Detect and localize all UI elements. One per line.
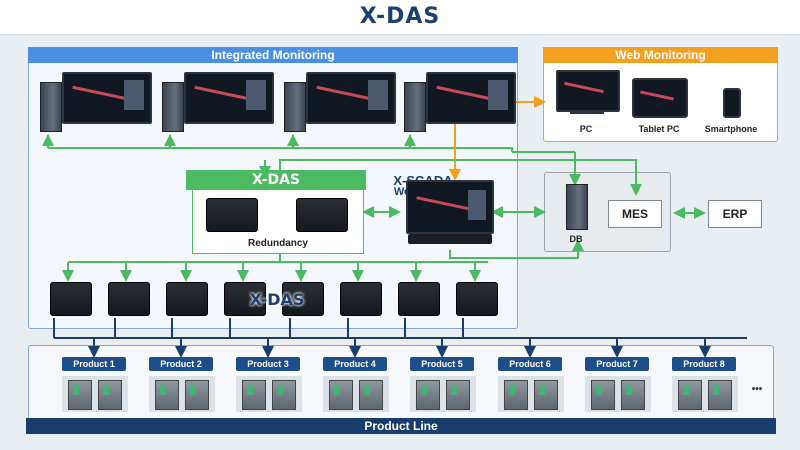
web-monitoring-title: Web Monitoring xyxy=(543,47,778,63)
db-server-icon xyxy=(566,184,588,230)
product-tag-5: Product 5 xyxy=(410,357,474,371)
plc-icon xyxy=(534,380,558,410)
plc-group-5 xyxy=(410,376,476,412)
plc-group-8 xyxy=(672,376,738,412)
edge-device-icon xyxy=(456,282,498,316)
product-tag-7: Product 7 xyxy=(585,357,649,371)
product-tag-2: Product 2 xyxy=(149,357,213,371)
smartphone-icon xyxy=(723,88,741,118)
xdas-group-title: X-DAS xyxy=(186,170,366,190)
tablet-icon xyxy=(632,78,688,118)
monitor-icon xyxy=(184,72,274,124)
device-label-pc: PC xyxy=(579,124,593,134)
product-tag-8: Product 8 xyxy=(672,357,736,371)
product-tag-6: Product 6 xyxy=(498,357,562,371)
monitor-icon xyxy=(62,72,152,124)
monitor-station-4 xyxy=(404,72,516,132)
scada-server-icon xyxy=(408,234,492,244)
edge-device-icon xyxy=(166,282,208,316)
plc-icon xyxy=(591,380,615,410)
server-rack-icon xyxy=(40,82,62,132)
product-line-bar: Product Line xyxy=(26,418,776,434)
monitor-icon xyxy=(426,72,516,124)
xdas-overlay-label: X-DAS xyxy=(249,290,305,309)
db-label: DB xyxy=(569,234,583,244)
plc-group-1 xyxy=(62,376,128,412)
plc-group-2 xyxy=(149,376,215,412)
plc-group-6 xyxy=(498,376,564,412)
edge-device-icon xyxy=(398,282,440,316)
server-rack-icon xyxy=(284,82,306,132)
plc-icon xyxy=(185,380,209,410)
xdas-unit-icon xyxy=(296,198,348,232)
mes-box: MES xyxy=(608,200,662,228)
edge-device-icon xyxy=(224,282,266,316)
plc-icon xyxy=(708,380,732,410)
edge-device-icon xyxy=(50,282,92,316)
edge-device-icon xyxy=(340,282,382,316)
plc-group-7 xyxy=(585,376,651,412)
pc-stand xyxy=(570,110,604,114)
monitor-icon xyxy=(306,72,396,124)
product-tag-4: Product 4 xyxy=(323,357,387,371)
plc-icon xyxy=(329,380,353,410)
header xyxy=(0,0,800,35)
scada-monitor-icon xyxy=(406,180,494,234)
server-rack-icon xyxy=(404,82,426,132)
plc-icon xyxy=(416,380,440,410)
plc-icon xyxy=(678,380,702,410)
pc-monitor-icon xyxy=(556,70,620,112)
plc-group-3 xyxy=(236,376,302,412)
device-label-smartphone: Smartphone xyxy=(704,124,758,134)
plc-group-4 xyxy=(323,376,389,412)
device-label-tablet: Tablet PC xyxy=(638,124,680,134)
plc-icon xyxy=(272,380,296,410)
plc-icon xyxy=(155,380,179,410)
plc-icon xyxy=(446,380,470,410)
plc-icon xyxy=(359,380,383,410)
plc-icon xyxy=(504,380,528,410)
logo-xdas: X-DAS xyxy=(359,4,441,29)
plc-icon xyxy=(242,380,266,410)
erp-box: ERP xyxy=(708,200,762,228)
integrated-monitoring-title: Integrated Monitoring xyxy=(28,47,518,63)
plc-icon xyxy=(621,380,645,410)
redundancy-label: Redundancy xyxy=(247,238,308,249)
plc-icon xyxy=(68,380,92,410)
monitor-station-1 xyxy=(40,72,152,132)
server-rack-icon xyxy=(162,82,184,132)
monitor-station-2 xyxy=(162,72,274,132)
more-products-ellipsis: ••• xyxy=(751,384,763,395)
product-tag-1: Product 1 xyxy=(62,357,126,371)
monitor-station-3 xyxy=(284,72,396,132)
plc-icon xyxy=(98,380,122,410)
product-tag-3: Product 3 xyxy=(236,357,300,371)
edge-device-icon xyxy=(108,282,150,316)
xdas-unit-icon xyxy=(206,198,258,232)
edge-device-icon xyxy=(282,282,324,316)
